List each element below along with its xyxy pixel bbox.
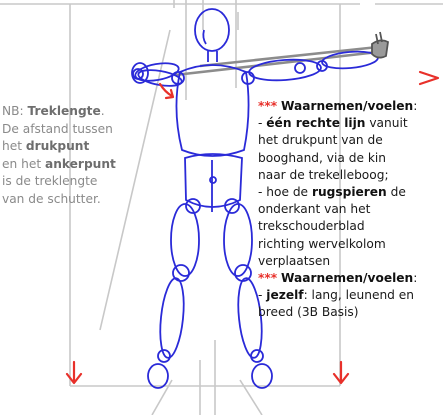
note-text: : lang, leunend en bbox=[304, 288, 414, 302]
left-note-term-drukpunt: drukpunt bbox=[26, 139, 89, 153]
note-text: naar de trekelleboog; bbox=[258, 167, 442, 184]
left-note-prefix: NB: bbox=[2, 104, 27, 118]
stars-marker: *** bbox=[258, 99, 277, 113]
head bbox=[195, 9, 229, 51]
left-note-treklengte: NB: Treklengte. De afstand tussen het dr… bbox=[2, 103, 127, 209]
block2-heading: Waarnemen/voelen bbox=[281, 271, 413, 285]
left-shin bbox=[157, 277, 187, 359]
term-rugspieren: rugspieren bbox=[312, 185, 387, 199]
torso bbox=[176, 65, 248, 156]
note-text: booghand, via de kin bbox=[258, 150, 442, 167]
note-text: verplaatsen bbox=[258, 253, 442, 270]
block1-colon: : bbox=[413, 99, 417, 113]
block2-colon: : bbox=[413, 271, 417, 285]
stars-marker: *** bbox=[258, 271, 277, 285]
block1-heading: Waarnemen/voelen bbox=[281, 99, 413, 113]
term-jezelf: jezelf bbox=[266, 288, 303, 302]
note-text: trekschouderblad bbox=[258, 218, 442, 235]
note-text: - hoe de bbox=[258, 185, 312, 199]
left-note-line: van de schutter. bbox=[2, 191, 127, 209]
right-note-waarnemen: *** Waarnemen/voelen: - één rechte lijn … bbox=[258, 98, 442, 322]
left-note-line: De afstand tussen bbox=[2, 121, 127, 139]
note-text: onderkant van het bbox=[258, 201, 442, 218]
note-text: breed (3B Basis) bbox=[258, 304, 442, 321]
arrow-down-icon bbox=[67, 362, 81, 383]
left-foot bbox=[148, 364, 168, 388]
left-note-term-ankerpunt: ankerpunt bbox=[45, 157, 116, 171]
note-text: het drukpunt van de bbox=[258, 132, 442, 149]
left-note-line: is de treklengte bbox=[2, 173, 127, 191]
arrow-down-icon bbox=[334, 362, 348, 383]
left-note-line: en het bbox=[2, 157, 45, 171]
left-note-line: het bbox=[2, 139, 26, 153]
left-note-title-suffix: . bbox=[101, 104, 105, 118]
term-rechte-lijn: één rechte lijn bbox=[266, 116, 365, 130]
note-text: richting wervelkolom bbox=[258, 236, 442, 253]
left-note-title: Treklengte bbox=[27, 104, 100, 118]
right-thigh bbox=[224, 204, 252, 276]
note-text: de bbox=[387, 185, 406, 199]
bow-hand bbox=[372, 40, 388, 57]
arrow-right-icon bbox=[420, 72, 438, 84]
right-foot bbox=[252, 364, 272, 388]
note-text: vanuit bbox=[365, 116, 407, 130]
